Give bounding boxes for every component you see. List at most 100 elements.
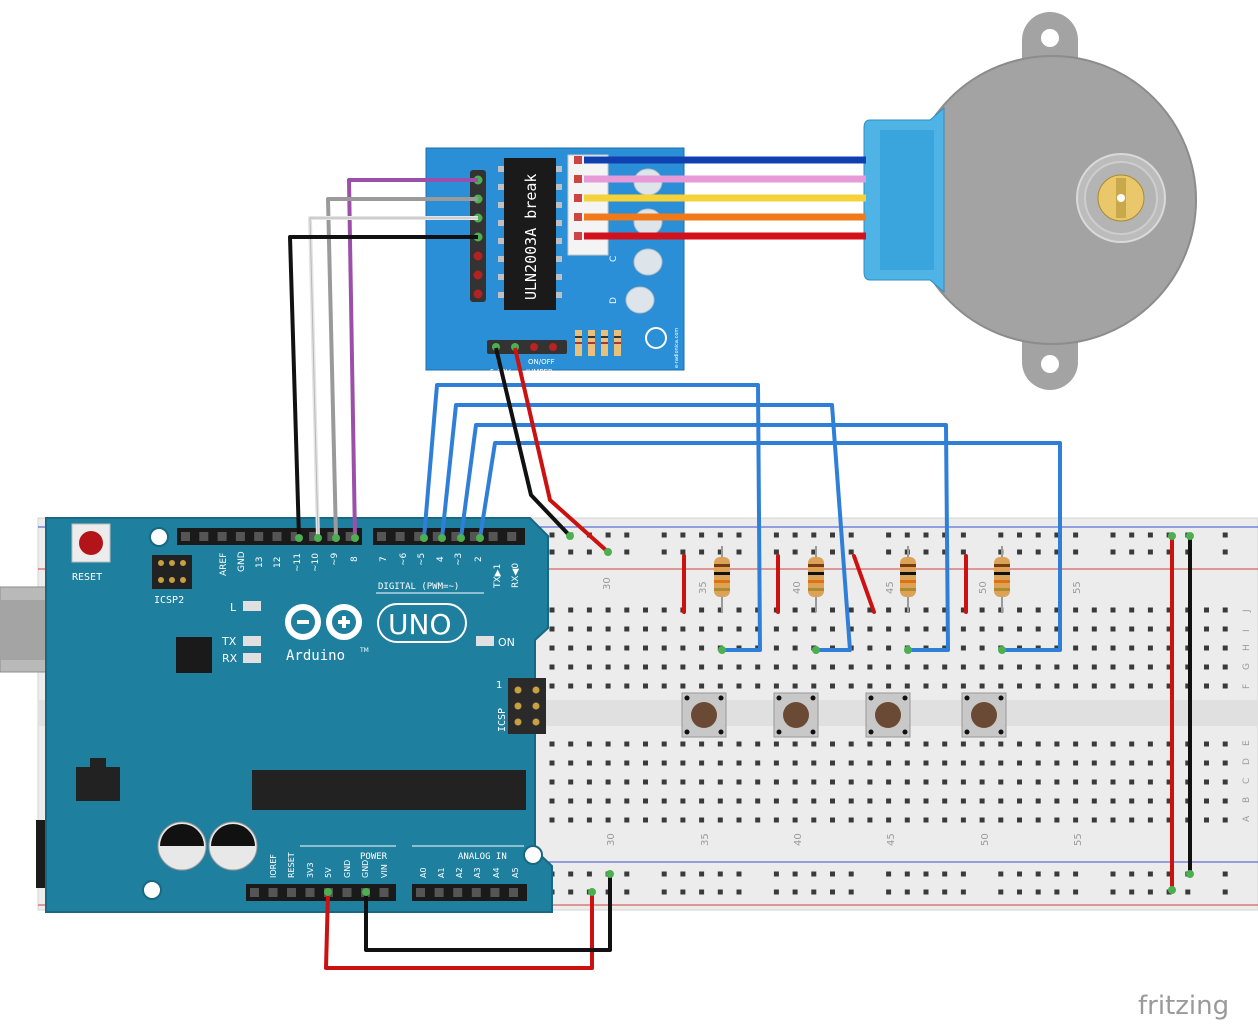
breadboard-hole [979, 645, 985, 651]
breadboard-hole [1204, 607, 1209, 613]
push-button-4[interactable] [961, 692, 1007, 738]
motor-connector-pin [574, 194, 582, 202]
breadboard-hole [586, 798, 592, 804]
row-letter: C [1242, 778, 1252, 784]
rail-hole [717, 532, 723, 538]
arduino-uno-board: RESET ICSP2 AREF GND 13 12 ~11 ~10 ~9 8 … [0, 517, 553, 913]
reset-label: RESET [72, 572, 102, 583]
header-hole [327, 532, 337, 541]
breadboard-hole [717, 607, 723, 613]
breadboard-hole [1017, 626, 1022, 632]
breadboard-hole [680, 664, 686, 670]
push-button-2[interactable] [773, 692, 819, 738]
uln2003-chip [504, 158, 556, 310]
breadboard-hole [867, 798, 873, 804]
breadboard-hole [923, 798, 929, 804]
breadboard-hole [886, 817, 892, 823]
driver-input-pin [473, 289, 483, 299]
header-hole [414, 532, 424, 541]
reset-button-cap[interactable] [79, 531, 103, 555]
rail-hole [998, 549, 1004, 555]
digital-label: DIGITAL (PWM=~) [378, 582, 459, 592]
rail-hole [1073, 532, 1079, 538]
header-hole [453, 888, 463, 897]
breadboard-hole [755, 741, 761, 747]
resistor [900, 546, 916, 612]
top-header-right [373, 528, 525, 545]
row-letter: E [1242, 740, 1252, 746]
breadboard-hole [960, 817, 966, 823]
breadboard-hole [848, 798, 854, 804]
breadboard-hole [979, 664, 985, 670]
rail-hole [586, 549, 592, 555]
rail-hole [792, 871, 798, 877]
breadboard-hole [998, 760, 1004, 766]
breadboard-hole [792, 683, 798, 689]
breadboard-hole [792, 741, 798, 747]
fritzing-watermark: fritzing [1138, 991, 1229, 1021]
breadboard-hole [811, 779, 817, 785]
breadboard-hole [1166, 798, 1172, 804]
breadboard-hole [773, 817, 779, 823]
breadboard-hole [904, 626, 910, 632]
breadboard-hole [848, 607, 854, 613]
breadboard-hole [643, 664, 648, 670]
breadboard-hole [1129, 817, 1135, 823]
breadboard-hole [549, 607, 555, 613]
breadboard-hole [867, 645, 873, 651]
breadboard-hole [867, 607, 873, 613]
header-hole [309, 532, 319, 541]
rail-hole [568, 871, 574, 877]
push-button-3[interactable] [865, 692, 911, 738]
breadboard-hole [942, 817, 948, 823]
rail-hole [1129, 871, 1135, 877]
breadboard-hole [1166, 760, 1172, 766]
rail-hole [624, 871, 630, 877]
breadboard-hole [568, 607, 574, 613]
breadboard-hole [998, 664, 1004, 670]
breadboard-hole [886, 626, 892, 632]
driver-input-pin [473, 270, 483, 280]
pin-label: 2 [474, 556, 484, 562]
breadboard-hole [643, 779, 648, 785]
push-button-1[interactable] [681, 692, 727, 738]
breadboard-hole [1091, 626, 1097, 632]
breadboard-hole [1110, 798, 1116, 804]
breadboard-hole [643, 741, 648, 747]
pin-label: RX◀0 [511, 563, 521, 588]
breadboard-hole [699, 741, 705, 747]
rail-hole [1222, 532, 1228, 538]
breadboard-hole [755, 798, 761, 804]
breadboard-hole [1110, 645, 1116, 651]
breadboard-hole [923, 607, 929, 613]
breadboard-hole [699, 760, 705, 766]
breadboard-hole [605, 645, 611, 651]
breadboard-hole [830, 683, 835, 689]
breadboard-hole [549, 626, 555, 632]
top-pin-labels: AREF GND 13 12 ~11 ~10 ~9 8 7 ~6 ~5 4 ~3… [219, 551, 521, 589]
rail-hole [886, 549, 892, 555]
breadboard-hole [1091, 760, 1097, 766]
breadboard-hole [1017, 741, 1022, 747]
row-letter: I [1242, 629, 1252, 632]
breadboard-hole [1091, 645, 1097, 651]
pin-label: A3 [473, 867, 482, 878]
breadboard-hole [1035, 817, 1041, 823]
uno-badge [377, 603, 467, 643]
rail-hole [886, 889, 892, 895]
breadboard-hole [1204, 760, 1209, 766]
breadboard-hole [1204, 664, 1209, 670]
breadboard-hole [568, 798, 574, 804]
column-numbers-top: 30 35 40 45 50 55 [602, 577, 1083, 594]
breadboard-hole [736, 817, 742, 823]
rail-hole [680, 889, 686, 895]
header-hole [254, 532, 264, 541]
breadboard-hole [942, 664, 948, 670]
rail-hole [773, 532, 779, 538]
breadboard-hole [1017, 664, 1022, 670]
breadboard-hole [923, 817, 929, 823]
pin-label: GND [343, 860, 352, 878]
breadboard-hole [1147, 607, 1153, 613]
breadboard-hole [699, 607, 705, 613]
rail-hole [680, 532, 686, 538]
